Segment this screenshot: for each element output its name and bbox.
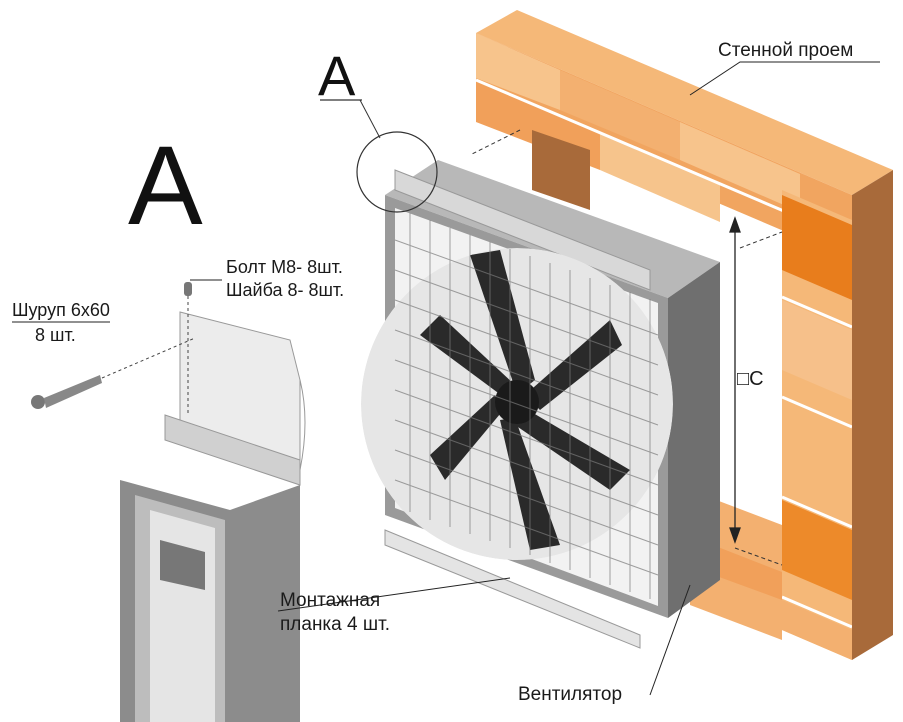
- screw-icon: [31, 375, 102, 409]
- bolt-label: Болт М8- 8шт.: [226, 257, 343, 277]
- fan-unit: [361, 160, 720, 649]
- fan-label: Вентилятор: [518, 684, 623, 705]
- label-leaders: [277, 61, 880, 696]
- screw-qty-label: 8 шт.: [35, 325, 76, 345]
- washer-label: Шайба 8- 8шт.: [226, 280, 345, 300]
- detail-marker: A: [318, 44, 356, 107]
- dimension-line: [729, 216, 741, 544]
- wall-top-face: [476, 10, 893, 195]
- mounting-strip-label: Монтажная: [280, 590, 381, 611]
- detail-title: A: [128, 123, 203, 248]
- fan-grill: [394, 213, 659, 599]
- dimension-label: □C: [737, 368, 764, 390]
- bolt-icon: [184, 282, 192, 296]
- wall-side-face: [852, 170, 893, 660]
- screw-label: Шуруп 6х60: [12, 300, 110, 320]
- mounting-strip-qty-label: планка 4 шт.: [280, 614, 390, 635]
- wall-opening-label: Стенной проем: [718, 40, 854, 61]
- detail-view: [12, 279, 306, 722]
- detail-circle: [356, 131, 438, 213]
- mounting-strip: [384, 529, 641, 649]
